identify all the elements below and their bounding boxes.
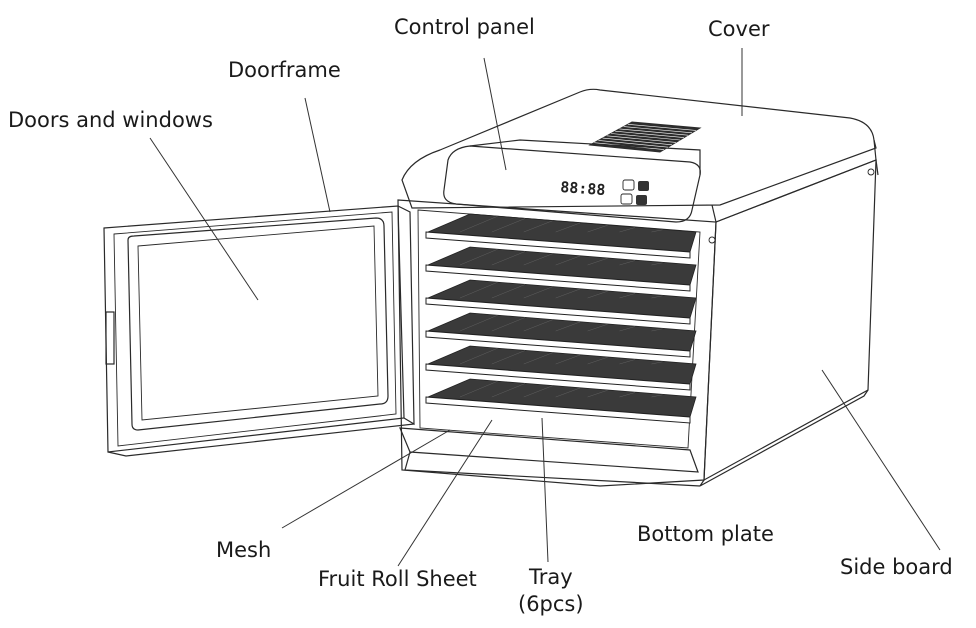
label-doorframe: Doorframe — [228, 58, 341, 82]
label-tray-name: Tray — [528, 565, 573, 589]
door-handle[interactable] — [105, 311, 115, 365]
door — [103, 205, 415, 457]
label-side-board: Side board — [840, 555, 953, 579]
cover-top — [401, 88, 877, 209]
side-board — [703, 159, 877, 482]
tray-5 — [425, 345, 697, 391]
panel-button-1[interactable] — [622, 179, 635, 191]
tray-6 — [425, 378, 697, 424]
dehydrator-body: 88:88 — [397, 88, 879, 487]
panel-button-4[interactable] — [636, 195, 647, 205]
label-mesh: Mesh — [216, 538, 272, 562]
panel-button-2[interactable] — [638, 181, 649, 191]
control-panel — [443, 145, 701, 223]
trays — [425, 213, 697, 424]
tray-2 — [425, 246, 697, 292]
label-doors-windows: Doors and windows — [8, 108, 213, 132]
tray-1 — [425, 213, 697, 259]
label-bottom-plate: Bottom plate — [637, 522, 774, 546]
door-frame — [103, 205, 405, 453]
label-fruit-roll-sheet: Fruit Roll Sheet — [318, 567, 477, 591]
leader-lines — [149, 48, 941, 567]
bottom-plate — [399, 427, 699, 473]
tray-3 — [425, 279, 697, 325]
label-tray-count: (6pcs) — [518, 592, 584, 617]
label-cover: Cover — [708, 17, 770, 41]
panel-button-3[interactable] — [620, 193, 633, 205]
label-control-panel: Control panel — [394, 15, 535, 39]
display-readout: 88:88 — [560, 178, 606, 199]
label-tray: Tray (6pcs) — [518, 564, 584, 619]
door-window — [127, 217, 389, 431]
tray-4 — [425, 312, 697, 358]
